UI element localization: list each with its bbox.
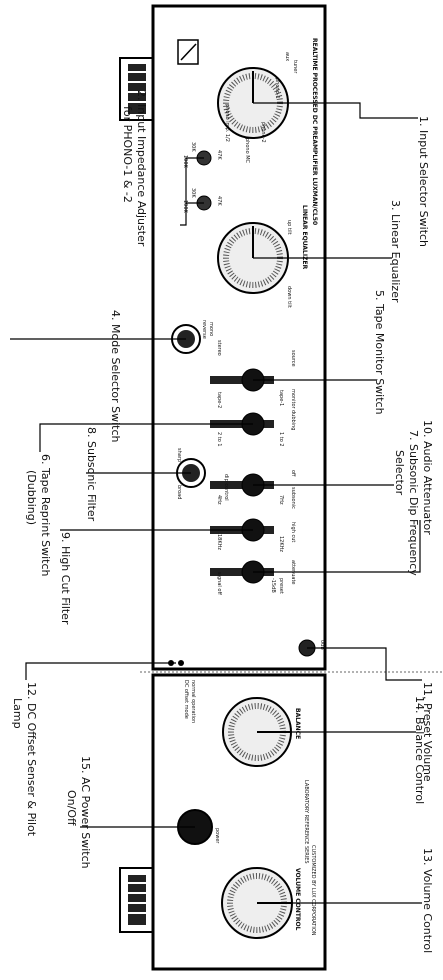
label-18khz: 18KHz (216, 534, 222, 550)
label-phono-imp: phono imp. 1/2 (224, 104, 230, 142)
label-volume-control: VOLUME CONTROL (294, 868, 301, 931)
label-aux: aux (284, 52, 290, 61)
callout-mode-selector: 4. Mode Selector Switch (109, 310, 122, 443)
callout-dc-offset-line1: 12. DC Offset Senser & Pilot (25, 682, 38, 837)
label-dip-control: dip control (223, 474, 229, 501)
label-subsonic: subsonic (290, 487, 296, 509)
label-phono1: phono-1 (274, 78, 280, 99)
label-high-cut: high cut (290, 522, 296, 542)
label-tape1: tape-1 (278, 390, 284, 406)
label-normal: normal operation (190, 680, 196, 723)
label-broad: broad (176, 485, 182, 499)
callout-balance-control: 14. Balance Control (413, 696, 426, 804)
callout-tape-reprint-line2: (Dubbing) (25, 470, 38, 525)
label-imp-47k-a: 47K (216, 150, 222, 160)
callout-power-line2: On/Off (65, 790, 78, 826)
label-signal-off: signal off (216, 572, 222, 595)
label-imp-100k-a: 100K (182, 155, 188, 169)
label-preset: preset (278, 578, 284, 594)
dc-offset-switch[interactable] (178, 660, 184, 666)
label-down-tilt: down tilt (286, 286, 292, 308)
callout-subsonic-dip-line1: 7. Subsonic Dip Frequency (407, 430, 420, 576)
callout-input-selector: 1. Input Selector Switch (417, 116, 430, 247)
label-imp-30k-b: 30K (190, 188, 196, 198)
label-tuner: tuner (292, 60, 298, 74)
label-phono-mc: phono MC (244, 138, 250, 164)
label-balance: BALANCE (294, 708, 301, 739)
callout-dc-offset-line2: Lamp (11, 698, 24, 729)
luxman-logo (177, 39, 199, 65)
label-phono2: phono-2 (260, 122, 266, 143)
label-up-tilt: up tilt (286, 220, 292, 235)
label-reverse: reverse (201, 320, 207, 339)
callout-linear-equalizer: 3. Linear Equalizer (389, 200, 402, 303)
label-2to1: 2 to 1 (216, 432, 222, 447)
label-tape2: tape-2 (216, 392, 222, 408)
label-1to2: 1 to 2 (278, 432, 284, 447)
label-db-15: -15dB (270, 578, 276, 593)
label-source: source (290, 350, 296, 367)
label-imp-30k-a: 30K (190, 142, 196, 152)
callout-subsonic-dip-line2: Selector (393, 450, 406, 496)
label-4hz: 4Hz (216, 495, 222, 505)
callout-impedance-line2: for PHONO-1 & -2 (121, 106, 134, 203)
callout-power-line1: 15. AC Power Switch (79, 756, 92, 869)
callout-tape-monitor: 5. Tape Monitor Switch (373, 290, 386, 415)
label-monitor: monitor (290, 389, 296, 410)
callout-preset-volume: 11. Preset Volume (421, 682, 434, 782)
label-imp-100k-b: 100K (182, 200, 188, 214)
callout-tape-reprint-line1: 6. Tape Reprint Switch (39, 454, 52, 577)
lower-handle (119, 867, 155, 933)
label-stereo: stereo (216, 340, 222, 356)
callout-subsonic-filter: 8. Subsonic Filter (85, 427, 98, 522)
label-7hz: 7Hz (278, 495, 284, 505)
label-imp-47k-b: 47K (216, 196, 222, 206)
label-12khz: 12KHz (278, 536, 284, 552)
eq-title: LINEAR EQUALIZER (301, 205, 308, 270)
callout-volume-control: 13. Volume Control (421, 848, 434, 953)
label-customized: CUSTOMIZED BY LUX CORPORATION (310, 845, 316, 936)
callout-high-cut: 9. High Cut Filter (59, 532, 72, 625)
label-0db: 0dB (319, 640, 325, 650)
label-dc-offset: DC offset mode (183, 680, 189, 719)
callout-audio-attenuator: 10. Audio Attenuator (421, 420, 434, 535)
label-lab-series: LABORATORY REFERENCE SERIES (303, 780, 309, 864)
callout-impedance-line1: 2. Input Impedance Adjuster (135, 90, 148, 247)
label-sharp: sharp (176, 448, 182, 462)
label-mono: mono (208, 322, 214, 336)
leader-lines (10, 102, 422, 904)
label-off: off (290, 470, 296, 477)
upper-handle (119, 57, 155, 121)
label-power: power (214, 828, 220, 844)
label-dubbing: dubbing (290, 410, 296, 430)
panel-title: REALTIME PROCESSED DC PREAMPLIFIER LUXMA… (311, 38, 318, 225)
